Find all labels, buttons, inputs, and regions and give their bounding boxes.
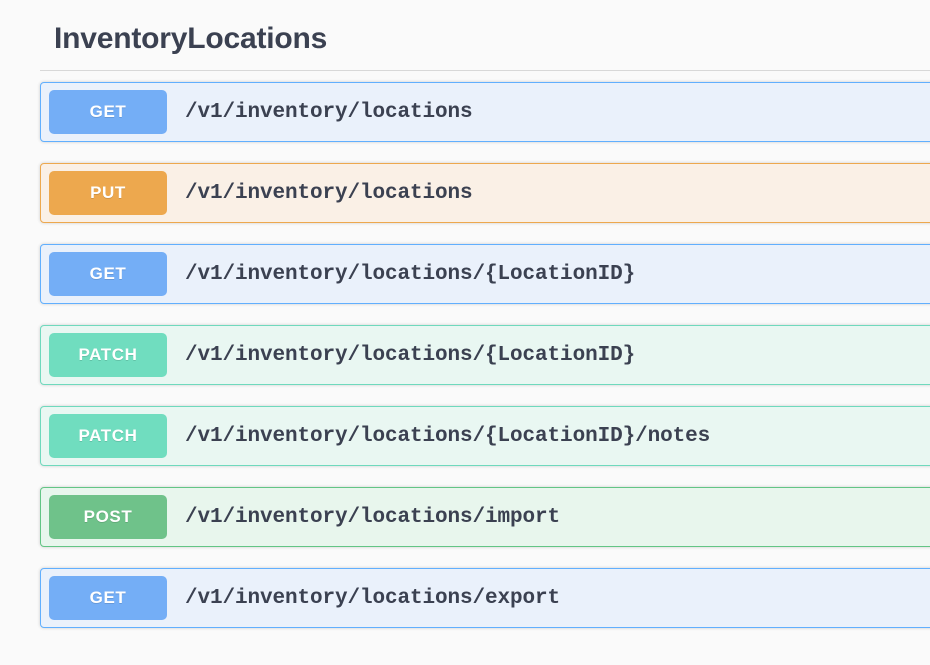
operation-path: /v1/inventory/locations/{LocationID}/not…: [185, 424, 711, 448]
operation-method-badge[interactable]: PATCH: [49, 333, 167, 377]
operation-path: /v1/inventory/locations: [185, 181, 473, 205]
operation-path: /v1/inventory/locations/{LocationID}: [185, 343, 636, 367]
operation-method-badge[interactable]: GET: [49, 576, 167, 620]
operation-row[interactable]: GET/v1/inventory/locations: [40, 82, 930, 142]
operation-method-badge[interactable]: POST: [49, 495, 167, 539]
section-divider: [40, 70, 930, 71]
operation-method-badge[interactable]: PUT: [49, 171, 167, 215]
operation-row[interactable]: PUT/v1/inventory/locations: [40, 163, 930, 223]
operation-row[interactable]: GET/v1/inventory/locations/{LocationID}: [40, 244, 930, 304]
operation-path: /v1/inventory/locations/{LocationID}: [185, 262, 636, 286]
tag-section-inventory-locations: InventoryLocations GET/v1/inventory/loca…: [40, 0, 930, 628]
operation-method-badge[interactable]: PATCH: [49, 414, 167, 458]
page-title[interactable]: InventoryLocations: [54, 22, 328, 55]
operation-row[interactable]: POST/v1/inventory/locations/import: [40, 487, 930, 547]
operation-row[interactable]: PATCH/v1/inventory/locations/{LocationID…: [40, 406, 930, 466]
operation-method-badge[interactable]: GET: [49, 90, 167, 134]
operation-path: /v1/inventory/locations/export: [185, 586, 561, 610]
operation-path: /v1/inventory/locations: [185, 100, 473, 124]
operation-method-badge[interactable]: GET: [49, 252, 167, 296]
operation-row[interactable]: GET/v1/inventory/locations/export: [40, 568, 930, 628]
operation-row[interactable]: PATCH/v1/inventory/locations/{LocationID…: [40, 325, 930, 385]
operation-path: /v1/inventory/locations/import: [185, 505, 561, 529]
